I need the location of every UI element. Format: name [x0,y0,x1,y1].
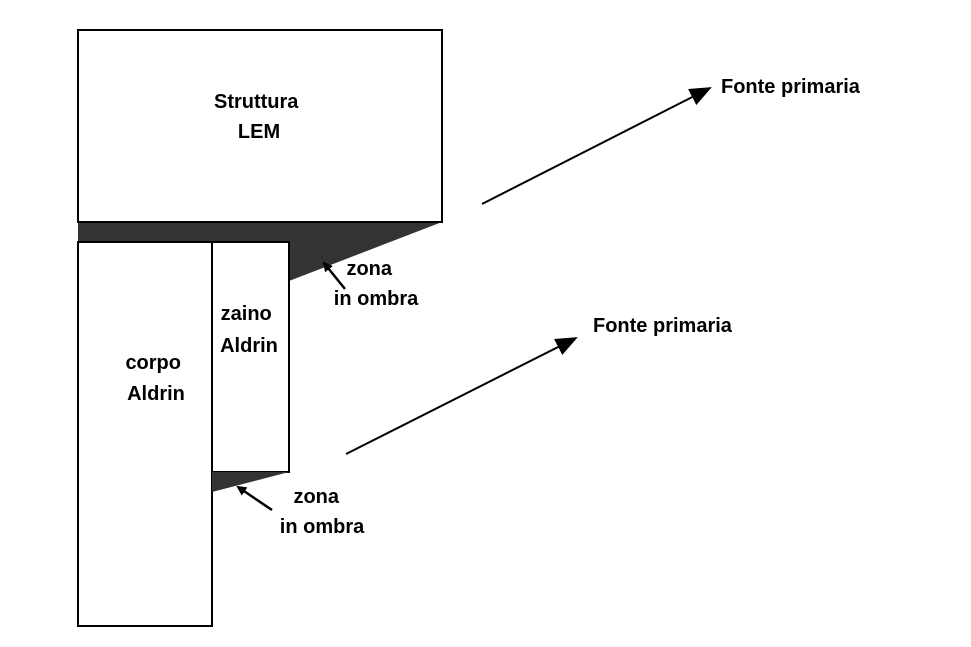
aldrin-backpack-box [211,241,290,473]
backpack-label: zaino Aldrin [220,303,278,357]
lower-source-arrow [345,337,578,455]
upper-shadow-zone [78,222,442,281]
lower-source-label: Fonte primaria [593,315,733,337]
lower-shadow-zone [212,472,289,492]
body-label: corpo Aldrin [125,352,186,405]
lower-shadow-label: zona in ombra [280,486,365,538]
lem-structure-box [77,29,443,223]
upper-source-label: Fonte primaria [721,76,861,98]
aldrin-body-box [77,241,213,627]
upper-shadow-label: zona in ombra [334,258,419,310]
upper-source-arrow [481,87,712,205]
lower-shadow-pointer-arrow [236,485,273,512]
lem-label: Struttura LEM [214,91,304,143]
upper-shadow-pointer-arrow [322,261,346,290]
